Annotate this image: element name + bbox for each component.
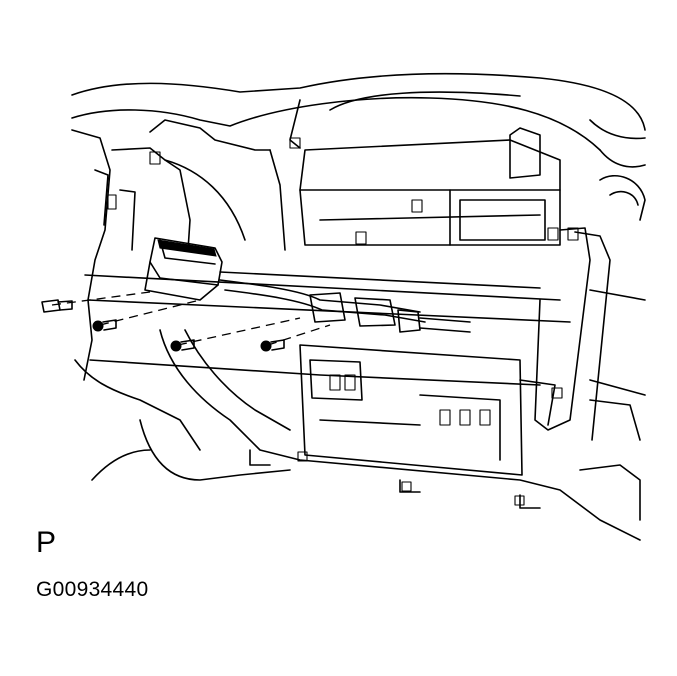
- bolt-1: [41, 299, 73, 313]
- bolt-2: [92, 319, 117, 332]
- glovebox-opening: [299, 127, 561, 246]
- view-letter-label: P: [36, 526, 57, 559]
- figure-code-label: G00934440: [36, 578, 149, 601]
- lower-frame: [74, 329, 641, 541]
- left-side-panel: [71, 119, 301, 381]
- dashboard-upper-pad: [71, 72, 646, 168]
- lower-center-panel: [299, 344, 523, 476]
- bolt-4: [260, 339, 285, 352]
- bolt-3: [170, 339, 195, 352]
- cross-member-beam: [84, 271, 571, 386]
- airbag-module: [144, 237, 223, 301]
- wire-harness: [219, 279, 471, 333]
- right-side-bracket: [519, 175, 646, 441]
